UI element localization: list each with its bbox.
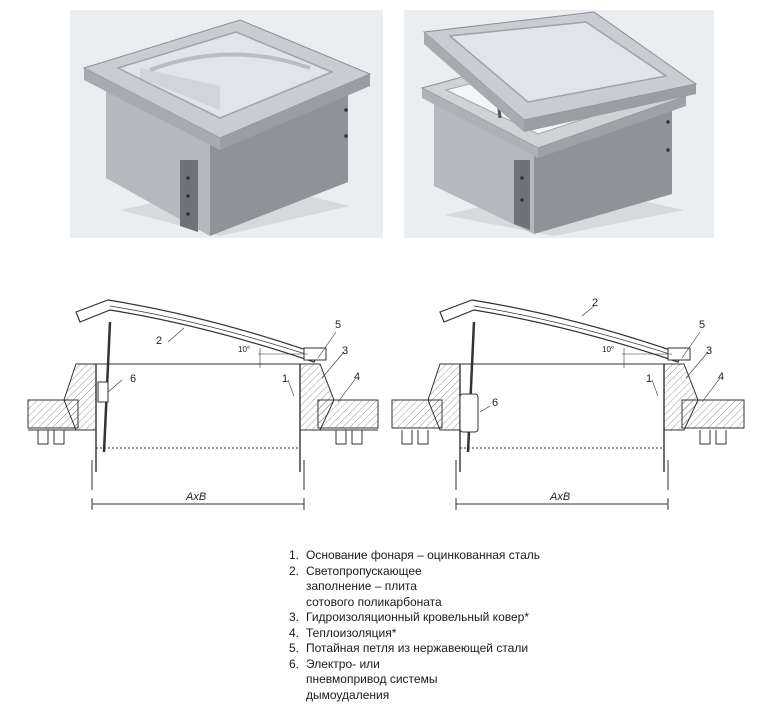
angle-label: 10° (238, 345, 250, 354)
legend-number: 4. (289, 625, 300, 640)
legend-text: Электро- или пневмопривод системы дымоуд… (306, 656, 438, 702)
legend-text: Светопропускающее заполнение – плита сот… (306, 563, 442, 609)
legend-text: Потайная петля из нержавеющей стали (306, 641, 529, 655)
callout-2: 2 (592, 297, 598, 309)
callout-1: 1 (282, 373, 288, 385)
section-drawing-left: 2 1 5 3 4 6 10° AxB (18, 292, 388, 522)
callout-4: 4 (718, 371, 724, 383)
legend-text: Гидроизоляционный кровельный ковер* (306, 610, 529, 624)
legend-number: 1. (289, 548, 300, 562)
dimension-label: AxB (549, 491, 570, 503)
callout-2: 2 (156, 335, 162, 347)
legend-item: 4. Теплоизоляция* (289, 626, 540, 642)
legend-text: Основание фонаря – оцинкованная сталь (306, 548, 541, 562)
legend-item: 6. Электро- или пневмопривод системы дымо… (289, 657, 540, 704)
legend-text: Теплоизоляция* (306, 625, 397, 640)
callout-5: 5 (335, 319, 341, 331)
legend-item: 1. Основание фонаря – оцинкованная сталь (289, 548, 540, 564)
legend-number: 5. (289, 641, 300, 655)
legend-item: 3. Гидроизоляционный кровельный ковер* (289, 610, 540, 626)
legend-item: 5. Потайная петля из нержавеющей стали (289, 641, 540, 657)
legend-item: 2. Светопропускающее заполнение – плита с… (289, 564, 540, 611)
photo-closed-hatch (70, 10, 383, 238)
photo-open-hatch (404, 10, 714, 238)
callout-3: 3 (342, 345, 348, 357)
legend-number: 6. (289, 656, 300, 671)
section-drawing-right: 2 1 5 3 4 6 10° AxB (384, 292, 754, 522)
legend-list: 1.Основание фонаря – оцинкованная сталь … (289, 548, 540, 703)
angle-label: 10° (602, 345, 614, 354)
callout-5: 5 (699, 319, 705, 331)
callout-6: 6 (130, 373, 136, 385)
legend-number: 3. (289, 610, 300, 624)
callout-3: 3 (706, 345, 712, 357)
dimension-label: AxB (185, 491, 206, 503)
legend-number: 2. (289, 563, 300, 578)
callout-1: 1 (646, 373, 652, 385)
callout-4: 4 (354, 371, 360, 383)
callout-6: 6 (492, 397, 498, 409)
